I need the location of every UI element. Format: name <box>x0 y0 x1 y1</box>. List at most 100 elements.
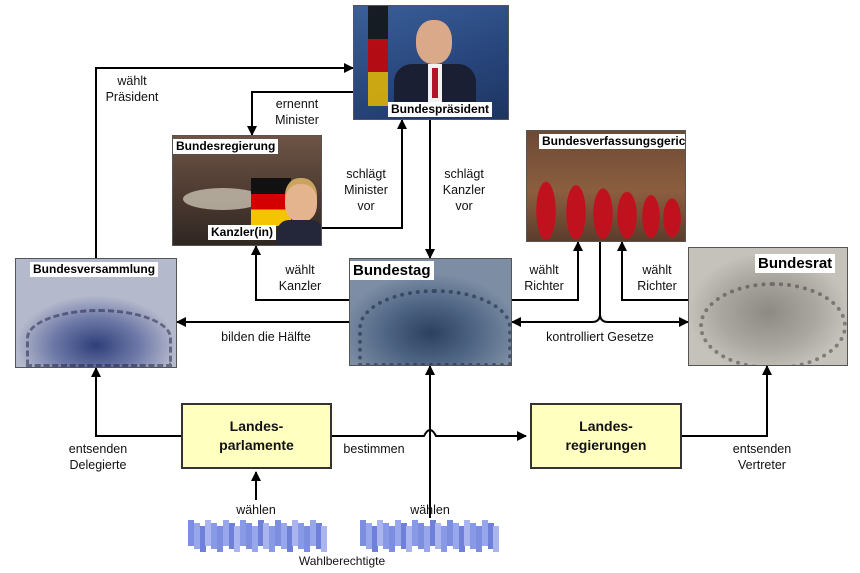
cabinet-table <box>183 188 263 210</box>
arrow-waehlt-richter-br <box>617 241 688 301</box>
voter-figure <box>222 520 229 546</box>
voter-figure <box>394 520 401 546</box>
arrow-entsenden-vertreter <box>682 365 772 437</box>
bundesverfassungsgericht-label: Bundesverfassungsgericht <box>539 134 685 149</box>
voter-figure <box>493 526 500 552</box>
landesparlamente-box: Landes- parlamente <box>181 403 332 469</box>
voter-figure <box>406 526 413 552</box>
arrow-waehlt-kanzler <box>251 245 349 301</box>
label-waehlen-right: wählen <box>410 503 450 517</box>
flag-decoration <box>251 178 291 226</box>
kanzler-label: Kanzler(in) <box>208 225 277 240</box>
voter-crowd-left <box>188 520 330 556</box>
voter-figure <box>377 520 384 546</box>
voter-figure <box>452 523 459 549</box>
landesregierungen-box: Landes- regierungen <box>530 403 682 469</box>
label-waehlt-richter-bt: wählt Richter <box>524 263 564 293</box>
plenary-rows <box>699 282 847 365</box>
voter-figure <box>211 523 218 549</box>
voter-figure <box>435 523 442 549</box>
voter-figure <box>292 520 299 546</box>
voter-figure <box>228 523 235 549</box>
person-head <box>416 20 452 64</box>
voter-figure <box>246 523 252 549</box>
chancellor-body <box>277 220 321 245</box>
voter-figure <box>429 520 436 546</box>
voter-figure <box>269 526 276 552</box>
bundesrat-label: Bundesrat <box>755 254 836 273</box>
label-kontrolliert-gesetze: kontrolliert Gesetze <box>546 330 654 344</box>
label-waehlt-richter-br: wählt Richter <box>637 263 677 293</box>
voter-figure <box>365 523 372 549</box>
voter-figure <box>199 526 206 552</box>
voter-figure <box>234 526 241 552</box>
voter-figure <box>193 523 200 549</box>
bundespraesident-photo: Bundespräsident <box>353 5 509 120</box>
wahlberechtigte-label: Wahlberechtigte <box>298 554 386 568</box>
voter-figure <box>447 520 453 546</box>
plenary-rows <box>358 289 511 365</box>
voter-figure <box>412 520 419 546</box>
bundesversammlung-photo: Bundesversammlung <box>15 258 177 368</box>
voter-figure <box>464 520 471 546</box>
bundestag-label: Bundestag <box>350 261 434 280</box>
voter-figure <box>487 523 494 549</box>
voter-figure <box>217 526 223 552</box>
bundesverfassungsgericht-photo: Bundesverfassungsgericht <box>526 130 686 242</box>
voter-figure <box>383 523 390 549</box>
voter-figure <box>205 520 212 546</box>
voter-figure <box>371 526 378 552</box>
voter-figure <box>458 526 465 552</box>
judge-figures <box>531 169 681 239</box>
flag-decoration <box>368 6 388 106</box>
voter-figure <box>476 526 482 552</box>
label-waehlen-left: wählen <box>236 503 276 517</box>
voter-figure <box>304 526 310 552</box>
label-entsenden-delegierte: entsenden Delegierte <box>68 442 128 472</box>
label-bestimmen: bestimmen <box>343 442 405 456</box>
label-schlaegt-kanzler-vor: schlägt Kanzler vor <box>442 167 486 213</box>
bundesrat-photo: Bundesrat <box>688 247 848 366</box>
voter-figure <box>481 520 488 546</box>
voter-crowd-right <box>360 520 502 556</box>
voter-figure <box>309 520 316 546</box>
voter-figure <box>441 526 448 552</box>
voter-figure <box>188 520 194 546</box>
arrow-waehlt-richter-bt <box>512 241 583 301</box>
voter-figure <box>251 526 258 552</box>
voter-figure <box>263 523 270 549</box>
bundesversammlung-label: Bundesversammlung <box>30 262 159 277</box>
bundespraesident-label: Bundespräsident <box>388 102 493 117</box>
bundestag-photo: Bundestag <box>349 258 512 366</box>
plenary-rows <box>26 309 172 367</box>
chancellor-head <box>285 184 317 222</box>
arrow-waehlt-praesident <box>95 63 354 258</box>
voter-figure <box>360 520 366 546</box>
voter-figure <box>275 520 281 546</box>
bundesregierung-photo: Bundesregierung Kanzler(in) <box>172 135 322 246</box>
label-waehlt-praesident: wählt Präsident <box>105 74 159 104</box>
label-entsenden-vertreter: entsenden Vertreter <box>732 442 792 472</box>
label-ernennt-minister: ernennt Minister <box>275 97 319 127</box>
label-waehlt-kanzler: wählt Kanzler <box>278 263 322 293</box>
voter-figure <box>423 526 430 552</box>
voter-figure <box>321 526 328 552</box>
voter-figure <box>315 523 322 549</box>
voter-figure <box>286 526 293 552</box>
arrow-schlaegt-minister-vor <box>322 119 407 229</box>
arrow-entsenden-delegierte <box>91 367 181 437</box>
voter-figure <box>418 523 424 549</box>
voter-figure <box>298 523 305 549</box>
voter-figure <box>280 523 287 549</box>
arrow-ernennt-minister <box>247 91 353 136</box>
label-schlaegt-minister-vor: schlägt Minister vor <box>344 167 388 213</box>
bundesregierung-label: Bundesregierung <box>173 139 279 154</box>
voter-figure <box>470 523 477 549</box>
voter-figure <box>257 520 264 546</box>
person-tie <box>432 68 438 98</box>
voter-figure <box>389 526 395 552</box>
label-bilden-die-haelfte: bilden die Hälfte <box>221 330 311 344</box>
voter-figure <box>400 523 407 549</box>
voter-figure <box>240 520 247 546</box>
